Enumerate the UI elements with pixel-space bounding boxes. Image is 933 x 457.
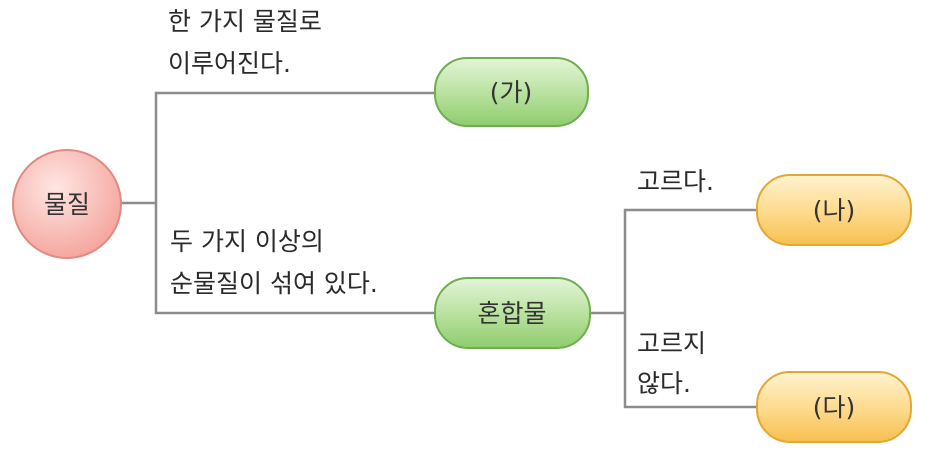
mixture-node-box — [434, 277, 591, 349]
connector-lines — [120, 91, 757, 409]
pure-condition-line2: 이루어진다. — [168, 49, 291, 78]
pure-node-label: (가) — [490, 78, 533, 107]
nonuniform-condition-line2: 않다. — [637, 369, 691, 398]
mixture-condition-line2: 순물질이 섞여 있다. — [170, 269, 378, 298]
root-branch-bracket — [154, 91, 435, 315]
pure-condition-line1: 한 가지 물질로 — [168, 7, 322, 36]
mixture-branch-bracket — [623, 208, 757, 409]
nonuniform-condition-line1: 고르지 — [637, 329, 706, 358]
root-node: 물질 — [12, 149, 122, 259]
mixture-node-label: 혼합물 — [477, 299, 546, 328]
pure-node-box — [434, 57, 589, 127]
uniform-node-label: (나) — [813, 196, 856, 225]
mixture-condition-line1: 두 가지 이상의 — [170, 227, 324, 256]
uniform-condition: 고르다. — [637, 167, 714, 196]
nonuniform-node: (다) — [756, 371, 912, 443]
uniform-node: (나) — [756, 174, 912, 246]
nonuniform-node-box — [756, 371, 912, 443]
nonuniform-node-label: (다) — [813, 393, 856, 422]
root-node-circle — [12, 149, 122, 259]
mixture-node: 혼합물 — [434, 277, 591, 349]
root-node-label: 물질 — [44, 190, 90, 219]
uniform-node-box — [756, 174, 912, 246]
pure-node: (가) — [434, 57, 589, 127]
